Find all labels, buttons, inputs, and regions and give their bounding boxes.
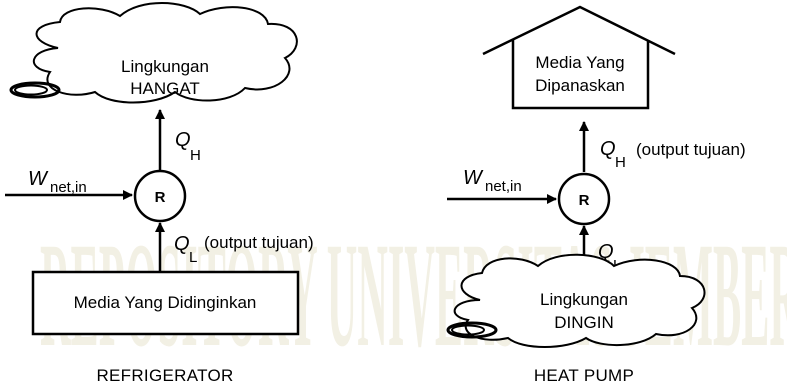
cooled-media-box — [31, 270, 300, 336]
qh-subscript: H — [190, 147, 201, 164]
hp-cloud-tail-inner — [451, 324, 485, 336]
ql-output-note: (output tujuan) — [204, 233, 314, 252]
ql-subscript: L — [189, 249, 197, 266]
hp-qh-label: Q — [600, 138, 616, 160]
refrigerator-diagram: Lingkungan HANGAT Q H W net,in R Q L (ou… — [5, 2, 314, 385]
work-input-subscript: net,in — [50, 179, 87, 196]
cold-cloud-label-line2: DINGIN — [554, 313, 614, 332]
hp-cloud-tail-ellipse — [446, 321, 498, 339]
warm-cloud-label-line1: Lingkungan — [121, 57, 209, 76]
warm-cloud-label-line2: HANGAT — [130, 79, 200, 98]
cloud-tail-ellipse — [9, 81, 61, 99]
house-label-line2: Dipanaskan — [535, 76, 625, 95]
qh-label: Q — [175, 129, 191, 151]
ql-label: Q — [174, 233, 190, 255]
cloud-tail-inner — [14, 84, 48, 96]
hp-qh-subscript: H — [615, 154, 626, 171]
heated-media-house — [482, 5, 676, 110]
heat-pump-diagram: Media Yang Dipanaskan Q H (output tujuan… — [446, 5, 746, 385]
hp-ql-label: Q — [598, 241, 614, 263]
cold-environment-cloud — [453, 253, 706, 348]
hp-qh-output-note: (output tujuan) — [636, 140, 746, 159]
heat-pump-r-label: R — [579, 192, 590, 209]
warm-environment-cloud — [32, 2, 298, 104]
house-label-line1: Media Yang — [535, 53, 624, 72]
cold-cloud-label-line1: Lingkungan — [540, 290, 628, 309]
work-input-symbol: W — [28, 168, 49, 190]
refrigerator-r-circle — [133, 169, 187, 223]
hp-work-input-subscript: net,in — [485, 178, 522, 195]
heat-pump-caption: HEAT PUMP — [534, 366, 634, 385]
cooled-media-label: Media Yang Didinginkan — [74, 293, 257, 312]
refrigerator-r-label: R — [155, 189, 166, 206]
heat-pump-r-circle — [557, 172, 611, 226]
hp-work-input-symbol: W — [463, 167, 484, 189]
refrigerator-caption: REFRIGERATOR — [96, 366, 233, 385]
